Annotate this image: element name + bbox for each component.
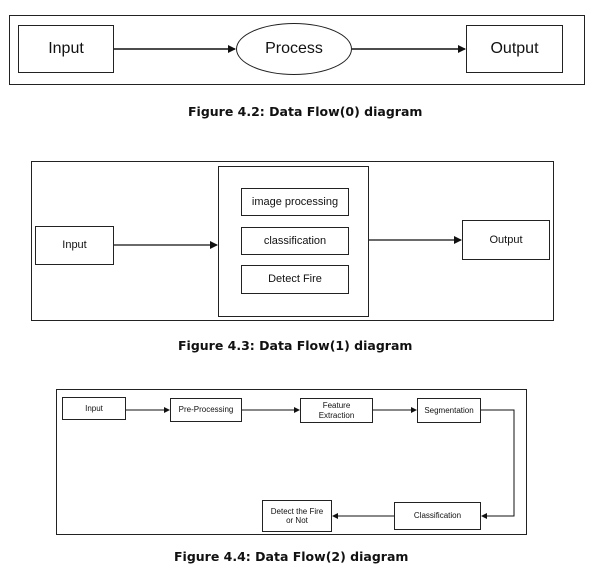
dfd1-input-box: Input (35, 226, 114, 265)
dfd1-step-detect-fire: Detect Fire (241, 265, 349, 294)
dfd2-preprocessing-label: Pre-Processing (178, 405, 234, 415)
dfd2-feature-extraction-box: Feature Extraction (300, 398, 373, 423)
dfd2-preprocessing-box: Pre-Processing (170, 398, 242, 422)
dfd0-input-label: Input (48, 39, 84, 57)
dfd1-step-classification: classification (241, 227, 349, 255)
dfd0-output-label: Output (490, 39, 539, 57)
dfd0-process-label: Process (265, 40, 323, 57)
dfd2-detect-label: Detect the Fire or Not (270, 506, 324, 525)
dfd2-feature-extraction-label: Feature Extraction (318, 401, 355, 420)
dfd1-caption: Figure 4.3: Data Flow(1) diagram (178, 338, 413, 353)
dfd0-input-box: Input (18, 25, 114, 73)
dfd2-segmentation-box: Segmentation (417, 398, 481, 423)
dfd0-caption: Figure 4.2: Data Flow(0) diagram (188, 104, 423, 119)
dfd1-step-label: image processing (251, 195, 339, 208)
dfd2-detect-box: Detect the Fire or Not (262, 500, 332, 532)
dfd1-input-label: Input (62, 239, 87, 252)
dfd1-output-label: Output (489, 233, 523, 246)
dfd2-classification-label: Classification (413, 511, 462, 521)
dfd2-input-box: Input (62, 397, 126, 420)
dfd2-segmentation-label: Segmentation (424, 405, 474, 415)
dfd2-classification-box: Classification (394, 502, 481, 530)
dfd0-output-box: Output (466, 25, 563, 73)
dfd2-input-label: Input (85, 403, 103, 413)
dfd0-process-ellipse: Process (236, 23, 352, 75)
dfd2-arrow-segmentation-to-classification (481, 409, 515, 519)
dfd1-step-image-processing: image processing (241, 188, 349, 216)
dfd1-output-box: Output (462, 220, 550, 260)
dfd1-step-label: classification (263, 234, 327, 247)
dfd1-step-label: Detect Fire (268, 273, 322, 286)
dfd2-caption: Figure 4.4: Data Flow(2) diagram (174, 549, 409, 564)
